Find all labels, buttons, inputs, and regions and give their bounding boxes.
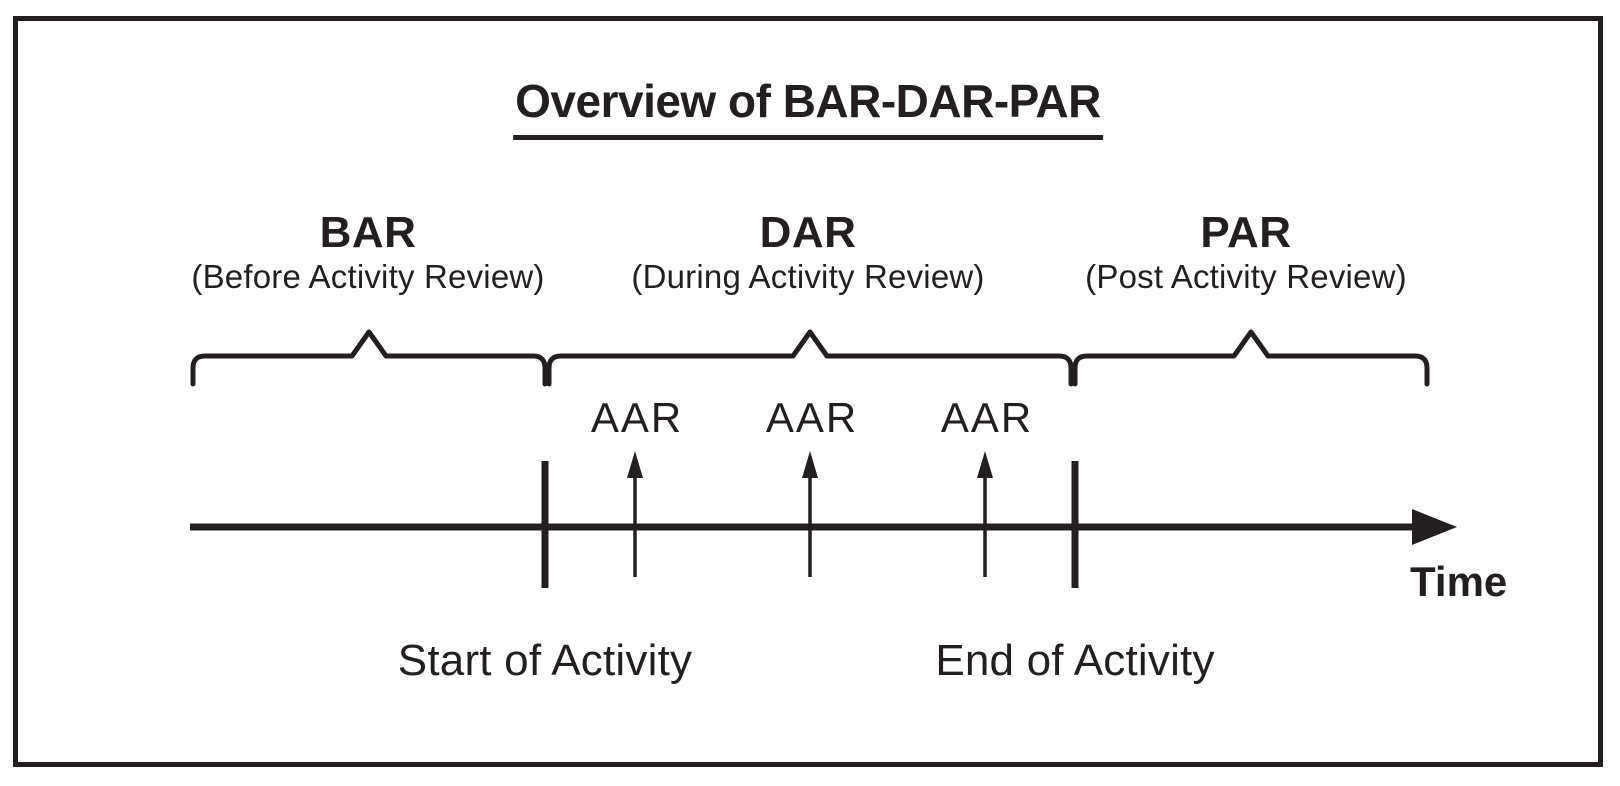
brace-par (1072, 329, 1430, 387)
phase-name-dar: (During Activity Review) (631, 258, 985, 295)
time-axis-label: Time (1410, 558, 1508, 605)
phase-name-bar: (Before Activity Review) (191, 258, 545, 295)
aar-label-3: AAR (940, 394, 1034, 441)
diagram-title: Overview of BAR-DAR-PAR (513, 74, 1103, 140)
end-of-activity-label: End of Activity (935, 636, 1215, 685)
phase-acronym-dar: DAR (759, 208, 857, 257)
phase-acronym-bar: BAR (319, 208, 417, 257)
aar-arrow-1 (627, 451, 643, 577)
aar-label-2: AAR (765, 394, 859, 441)
aar-arrow-3 (977, 451, 993, 577)
diagram-frame (13, 16, 1603, 767)
aar-label-1: AAR (590, 394, 684, 441)
aar-arrow-2 (802, 451, 818, 577)
phase-acronym-par: PAR (1200, 208, 1292, 257)
timeline-arrowhead (1412, 509, 1457, 545)
brace-bar (190, 329, 548, 387)
brace-dar (546, 329, 1074, 387)
phase-name-par: (Post Activity Review) (1085, 258, 1407, 295)
start-of-activity-label: Start of Activity (397, 636, 693, 685)
